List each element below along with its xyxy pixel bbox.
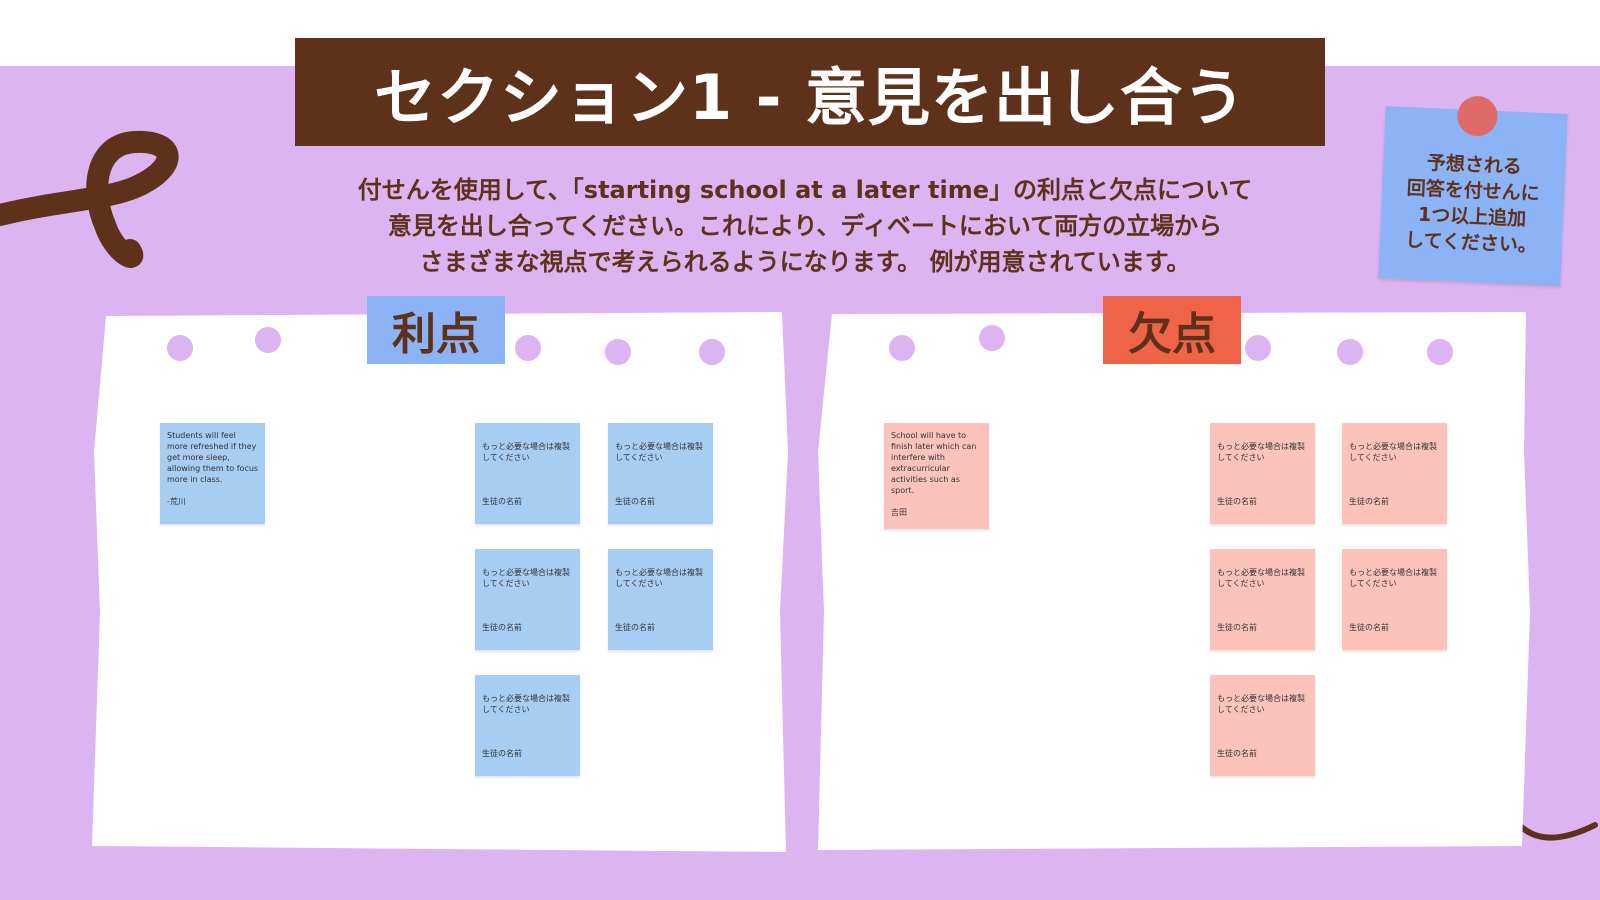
- note-student-name: 生徒の名前: [482, 749, 522, 758]
- note-prompt: もっと必要な場合は複製してください: [482, 694, 570, 714]
- cons-template-note[interactable]: もっと必要な場合は複製してください 生徒の名前: [1210, 423, 1315, 524]
- pros-template-note[interactable]: もっと必要な場合は複製してください 生徒の名前: [608, 423, 713, 524]
- note-prompt: もっと必要な場合は複製してください: [482, 442, 570, 462]
- note-student-name: 生徒の名前: [1217, 623, 1257, 632]
- pros-template-note[interactable]: もっと必要な場合は複製してください 生徒の名前: [475, 423, 580, 524]
- note-prompt: もっと必要な場合は複製してください: [482, 568, 570, 588]
- note-student-name: 生徒の名前: [1217, 497, 1257, 506]
- cons-board: 欠点 School will have to finish later whic…: [818, 296, 1530, 860]
- note-prompt: もっと必要な場合は複製してください: [1349, 568, 1437, 588]
- pros-label: 利点: [367, 296, 505, 364]
- instructions-line: さまざまな視点で考えられるようになります。 例が用意されています。: [419, 248, 1191, 276]
- cons-template-note[interactable]: もっと必要な場合は複製してください 生徒の名前: [1210, 549, 1315, 650]
- note-student-name: 生徒の名前: [1349, 623, 1389, 632]
- decorative-swirl: [0, 130, 179, 268]
- pros-template-note[interactable]: もっと必要な場合は複製してください 生徒の名前: [475, 549, 580, 650]
- note-prompt: もっと必要な場合は複製してください: [1217, 442, 1305, 462]
- note-prompt: もっと必要な場合は複製してください: [1349, 442, 1437, 462]
- reminder-text: 予想される 回答を付せんに 1つ以上追加 してください。: [1379, 148, 1565, 260]
- pros-template-note[interactable]: もっと必要な場合は複製してください 生徒の名前: [608, 549, 713, 650]
- instructions-line: 意見を出し合ってください。これにより、ディベートにおいて両方の立場から: [387, 212, 1223, 240]
- note-prompt: もっと必要な場合は複製してください: [615, 568, 703, 588]
- instructions-line: 付せんを使用して、「starting school at a later tim…: [357, 176, 1253, 204]
- note-student-name: 生徒の名前: [482, 497, 522, 506]
- note-student-name: 生徒の名前: [1217, 749, 1257, 758]
- cons-example-note[interactable]: School will have to finish later which c…: [884, 423, 989, 529]
- note-student-name: 生徒の名前: [615, 497, 655, 506]
- note-prompt: もっと必要な場合は複製してください: [1217, 694, 1305, 714]
- pushpin-icon: [1456, 95, 1499, 137]
- note-prompt: もっと必要な場合は複製してください: [1217, 568, 1305, 588]
- pros-board: 利点 Students will feel more refreshed if …: [92, 296, 796, 860]
- cons-label: 欠点: [1103, 296, 1241, 364]
- cons-template-note[interactable]: もっと必要な場合は複製してください 生徒の名前: [1342, 549, 1447, 650]
- note-student-name: 生徒の名前: [482, 623, 522, 632]
- cons-template-note[interactable]: もっと必要な場合は複製してください 生徒の名前: [1210, 675, 1315, 776]
- note-student-name: 生徒の名前: [1349, 497, 1389, 506]
- note-prompt: もっと必要な場合は複製してください: [615, 442, 703, 462]
- pros-template-note[interactable]: もっと必要な場合は複製してください 生徒の名前: [475, 675, 580, 776]
- reminder-sticky-note: 予想される 回答を付せんに 1つ以上追加 してください。: [1378, 95, 1568, 286]
- cons-template-note[interactable]: もっと必要な場合は複製してください 生徒の名前: [1342, 423, 1447, 524]
- note-student-name: 生徒の名前: [615, 623, 655, 632]
- pros-example-note[interactable]: Students will feel more refreshed if the…: [160, 423, 265, 524]
- instructions-text: 付せんを使用して、「starting school at a later tim…: [290, 172, 1320, 280]
- page-title: セクション1 - 意見を出し合う: [295, 38, 1325, 146]
